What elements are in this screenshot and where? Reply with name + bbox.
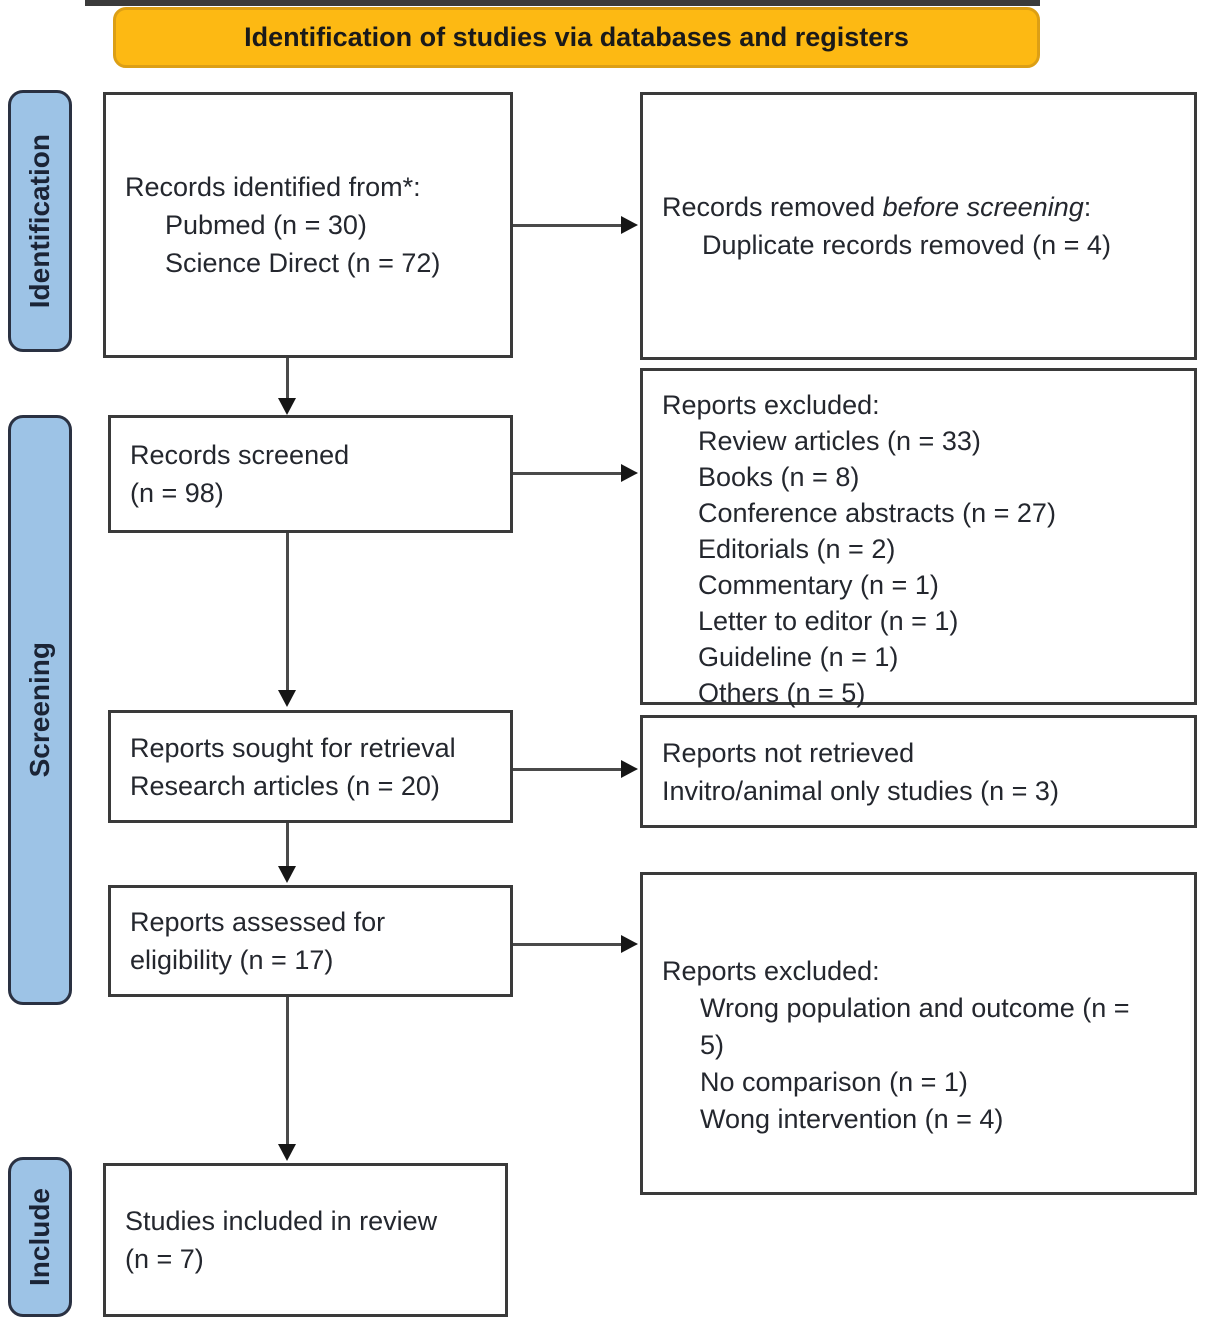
records-removed-item: Duplicate records removed (n = 4): [702, 230, 1111, 260]
reports-sought-line: Reports sought for retrieval: [130, 732, 456, 763]
records-identified-item: Pubmed (n = 30): [165, 210, 367, 240]
arrow-identified-to-screened-head: [278, 398, 296, 415]
arrow-screened-to-sought-line: [286, 533, 289, 691]
reports-sought-count: Research articles (n = 20): [130, 770, 440, 801]
box-reports-excluded-screening: Reports excluded: Review articles (n = 3…: [640, 368, 1197, 708]
arrow-screened-to-sought-head: [278, 690, 296, 707]
arrow-assessed-to-included-head: [278, 1144, 296, 1161]
records-identified-item: Science Direct (n = 72): [165, 248, 441, 278]
reports-assessed-count: eligibility (n = 17): [130, 945, 334, 975]
reports-assessed-line: Reports assessed for: [130, 907, 386, 937]
arrow-assessed-to-excluded-line: [513, 943, 623, 946]
excluded-item: Books (n = 8): [698, 462, 860, 492]
arrow-sought-to-not-retrieved-line: [513, 768, 623, 771]
box-records-screened: Records screened (n = 98): [108, 415, 513, 533]
excluded-item: No comparison (n = 1): [700, 1067, 968, 1097]
arrow-sought-to-not-retrieved-head: [621, 760, 638, 778]
records-removed-prefix: Records removed: [662, 192, 883, 222]
box-reports-excluded-eligibility: Reports excluded: Wrong population and o…: [640, 872, 1197, 1195]
arrow-identified-to-removed-head: [621, 216, 638, 234]
arrow-assessed-to-excluded-head: [621, 935, 638, 953]
box-reports-assessed: Reports assessed for eligibility (n = 17…: [108, 885, 513, 997]
top-crop-strip: [85, 0, 1040, 6]
arrow-assessed-to-included-line: [286, 997, 289, 1145]
stage-label-screening: Screening: [8, 415, 72, 1005]
banner-title: Identification of studies via databases …: [113, 7, 1040, 68]
reports-excluded-eligibility-header: Reports excluded:: [662, 956, 880, 986]
excluded-item: Conference abstracts (n = 27): [698, 498, 1056, 528]
stage-label-include: Include: [8, 1157, 72, 1317]
excluded-item: Commentary (n = 1): [698, 570, 939, 600]
excluded-item: Review articles (n = 33): [698, 426, 981, 456]
arrow-screened-to-excluded-head: [621, 464, 638, 482]
excluded-item: Editorials (n = 2): [698, 534, 896, 564]
stage-label-screening-text: Screening: [24, 642, 55, 778]
reports-excluded-screening-header: Reports excluded:: [662, 390, 880, 420]
stage-label-include-text: Include: [24, 1187, 55, 1286]
records-removed-header: Records removed before screening:: [662, 188, 1186, 226]
arrow-sought-to-assessed-head: [278, 866, 296, 883]
studies-included-count: (n = 7): [125, 1244, 204, 1274]
records-removed-suffix: :: [1083, 192, 1092, 222]
box-records-identified: Records identified from*: Pubmed (n = 30…: [103, 92, 513, 358]
banner-title-text: Identification of studies via databases …: [244, 22, 909, 52]
studies-included-line: Studies included in review: [125, 1206, 438, 1236]
reports-not-retrieved-line: Reports not retrieved: [662, 737, 915, 768]
records-screened-line: Records screened: [130, 440, 350, 470]
box-reports-sought: Reports sought for retrieval Research ar…: [108, 710, 513, 823]
excluded-item: Letter to editor (n = 1): [698, 606, 959, 636]
box-reports-not-retrieved: Reports not retrieved Invitro/animal onl…: [640, 715, 1197, 828]
box-studies-included: Studies included in review (n = 7): [103, 1163, 508, 1317]
records-removed-italic: before screening: [882, 192, 1084, 222]
records-screened-count: (n = 98): [130, 478, 224, 508]
arrow-screened-to-excluded-line: [513, 472, 623, 475]
arrow-identified-to-screened-line: [286, 358, 289, 400]
excluded-item: Guideline (n = 1): [698, 642, 899, 672]
stage-label-identification-text: Identification: [24, 133, 55, 309]
excluded-item: Wong intervention (n = 4): [700, 1104, 1004, 1134]
excluded-item: Others (n = 5): [698, 678, 866, 708]
arrow-identified-to-removed-line: [513, 224, 623, 227]
reports-not-retrieved-count: Invitro/animal only studies (n = 3): [662, 775, 1059, 806]
arrow-sought-to-assessed-line: [286, 823, 289, 867]
excluded-item: Wrong population and outcome (n = 5): [700, 993, 1130, 1060]
records-identified-header: Records identified from*:: [125, 172, 421, 202]
stage-label-identification: Identification: [8, 90, 72, 352]
box-records-removed: Records removed before screening: Duplic…: [640, 92, 1197, 360]
